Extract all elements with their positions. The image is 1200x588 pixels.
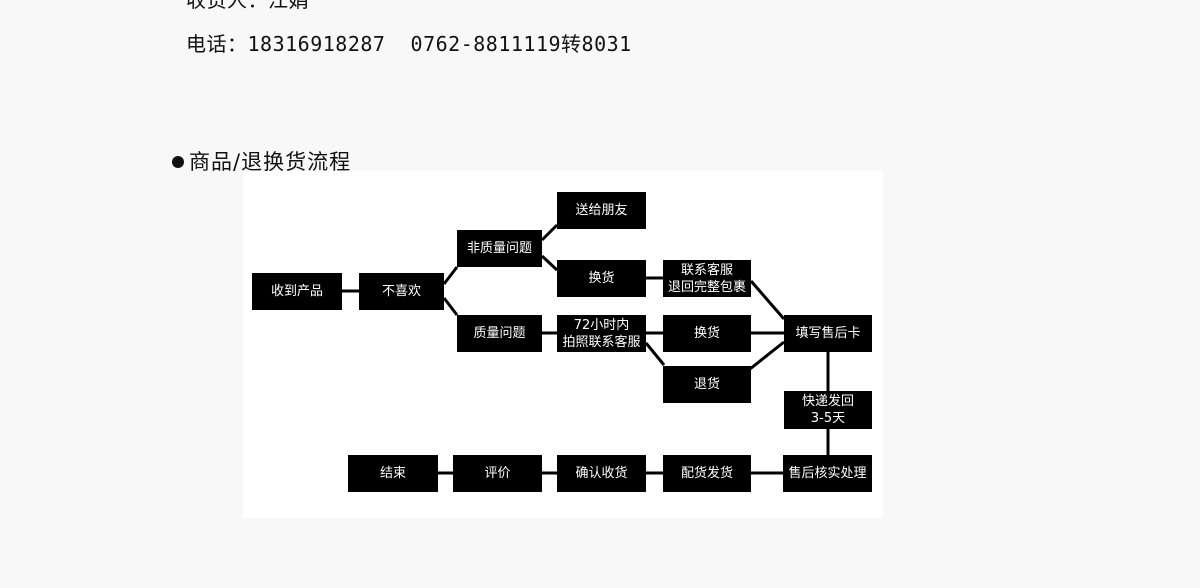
node-quality: 质量问题 [457,315,542,352]
node-express-line1: 快递发回 [801,394,854,409]
node-within-72h-line1: 72小时内 [573,317,630,333]
node-contact-cs-line1: 联系客服 [680,262,733,278]
receiver-line: 收货人：江娟 [186,0,309,12]
node-exchange-a: 换货 [557,260,646,297]
node-verify-label: 售后核实处理 [788,466,867,481]
bullet-icon [172,156,184,168]
node-contact-cs: 联系客服 退回完整包裹 [663,260,751,297]
section-heading: 商品/退换货流程 [172,148,351,176]
node-exchange-a-label: 换货 [588,271,615,286]
node-end-label: 结束 [379,466,406,481]
edge-dislike-nonquality [442,266,459,285]
node-fill-card: 填写售后卡 [784,315,872,352]
node-express: 快递发回 3-5天 [784,391,872,429]
node-within-72h-line2: 拍照联系客服 [562,334,641,350]
node-end: 结束 [348,455,438,492]
node-received: 收到产品 [252,273,342,310]
node-express-line2: 3-5天 [810,411,846,426]
edge-nonquality-exchange [540,254,559,272]
node-refund: 退货 [663,366,751,403]
node-non-quality: 非质量问题 [457,230,542,267]
phone-line: 电话：18316918287 0762-8811119转8031 [186,32,632,56]
flow-connectors [342,223,830,475]
section-heading-text: 商品/退换货流程 [189,150,352,174]
node-within-72h: 72小时内 拍照联系客服 [557,315,646,352]
node-exchange-b: 换货 [663,315,751,352]
edge-contact-fillcard [749,280,786,320]
node-review: 评价 [453,455,542,492]
edge-72h-refund [644,342,666,366]
node-received-label: 收到产品 [270,284,323,299]
node-review-label: 评价 [484,466,511,481]
node-gift-friend-label: 送给朋友 [575,203,628,218]
node-fill-card-label: 填写售后卡 [795,326,861,341]
node-non-quality-label: 非质量问题 [466,241,532,256]
node-gift-friend: 送给朋友 [557,192,646,229]
node-confirm-label: 确认收货 [575,466,628,481]
node-dislike-label: 不喜欢 [381,284,421,299]
return-flow-diagram: 收到产品 不喜欢 非质量问题 质量问题 送给朋友 换货 联系客服 退回完整包裹 … [243,171,883,518]
node-confirm: 确认收货 [557,455,646,492]
edge-dislike-quality [442,297,459,316]
node-dispatch: 配货发货 [663,455,751,492]
edge-refund-fillcard [749,340,785,371]
node-refund-label: 退货 [693,377,720,392]
edge-nonquality-gift [540,223,559,242]
node-contact-cs-line2: 退回完整包裹 [667,279,746,295]
node-dispatch-label: 配货发货 [680,466,733,481]
node-quality-label: 质量问题 [473,326,526,341]
node-dislike: 不喜欢 [359,273,444,310]
node-verify: 售后核实处理 [783,455,872,492]
node-exchange-b-label: 换货 [693,326,720,341]
